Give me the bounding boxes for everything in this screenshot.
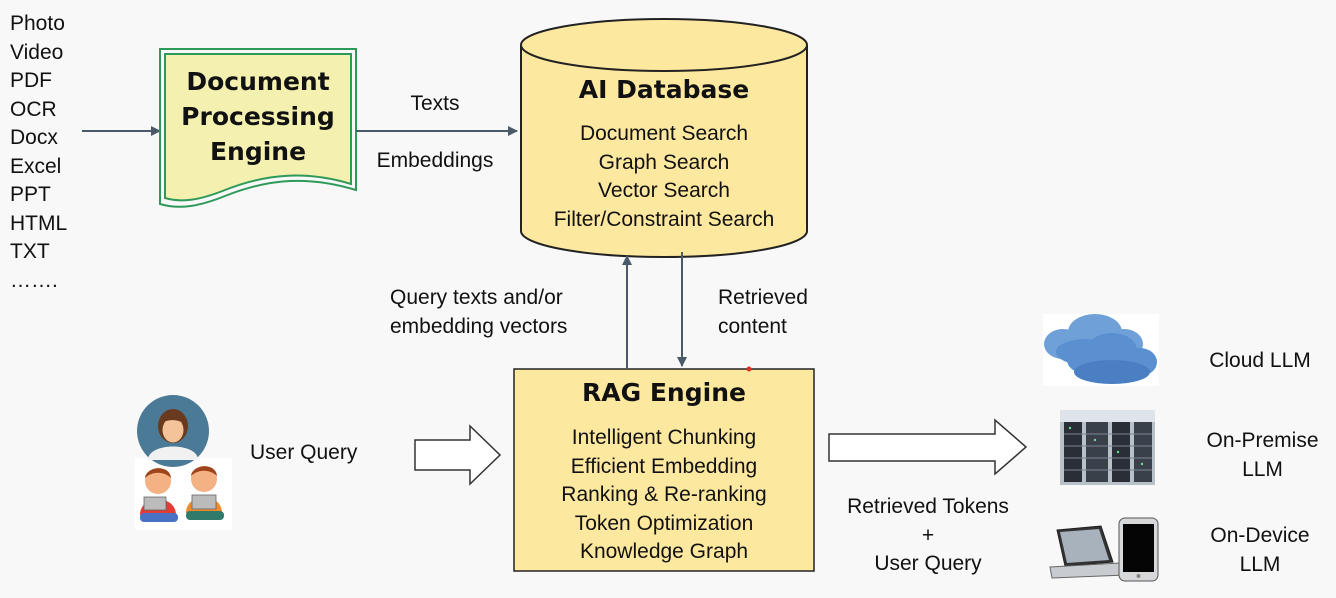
rag-engine-items: Intelligent Chunking Efficient Embedding… [514, 424, 814, 567]
rag-engine-item: Knowledge Graph [579, 540, 749, 563]
file-type-item: Video [10, 40, 64, 64]
on-premise-llm-label-line: On-Premise [1206, 429, 1319, 452]
rag-engine-item: Token Optimization [574, 511, 754, 535]
output-label-line: + [921, 523, 935, 547]
doc-engine-title-line: Processing [181, 102, 335, 131]
ai-database-title: AI Database [578, 75, 750, 104]
retrieved-label-line: Retrieved [718, 286, 808, 309]
output-label-line: User Query [874, 552, 982, 575]
query-label-line: embedding vectors [390, 314, 568, 338]
doc-engine-title-line: Engine [209, 137, 307, 166]
rag-engine-item: Efficient Embedding [570, 454, 758, 478]
doc-engine-title-line: Document [186, 67, 330, 96]
doc-engine-title: Document Processing Engine [165, 64, 351, 169]
rag-engine-title: RAG Engine [582, 378, 746, 407]
on-device-llm-label: On-Device LLM [1190, 522, 1330, 579]
server-rack-icon [1060, 410, 1155, 485]
on-device-llm-label-line: LLM [1239, 552, 1281, 576]
rag-engine-item: Intelligent Chunking [571, 426, 757, 449]
on-premise-llm-label: On-Premise LLM [1190, 427, 1335, 484]
rag-engine-box [513, 368, 815, 572]
retrieved-label-line: content [718, 314, 787, 338]
users-icon [135, 395, 232, 530]
output-block-arrow [828, 418, 1028, 476]
file-type-list: Photo Video PDF OCR Docx Excel PPT HTML … [10, 10, 67, 295]
cloud-llm-label: Cloud LLM [1190, 347, 1330, 376]
laptop-phone-icon [1049, 517, 1159, 582]
doc-engine-outer-border [159, 48, 357, 208]
cloud-icon [1043, 314, 1159, 386]
ai-database-item: Document Search [579, 122, 749, 145]
file-type-item: HTML [10, 211, 68, 235]
ai-database-item: Filter/Constraint Search [553, 207, 775, 231]
ai-database-item: Vector Search [598, 179, 730, 202]
ai-database-items: Document Search Graph Search Vector Sear… [521, 120, 807, 234]
file-type-item: OCR [10, 97, 57, 121]
ai-database-cylinder [520, 45, 808, 258]
cloud-llm-label-line: Cloud LLM [1209, 349, 1311, 372]
output-label: Retrieved Tokens + User Query [828, 493, 1028, 579]
on-premise-llm-label-line: LLM [1242, 457, 1283, 481]
embeddings-label: Embeddings [376, 149, 494, 172]
file-type-item: Excel [10, 154, 62, 178]
doc-engine-shape [164, 53, 352, 202]
user-query-block-arrow [414, 424, 502, 486]
red-dot-marker [746, 366, 752, 372]
ai-database-top [520, 18, 808, 72]
user-query-label: User Query [250, 441, 358, 464]
ai-database-item: Graph Search [598, 150, 730, 174]
rag-engine-item: Ranking & Re-ranking [561, 483, 767, 506]
output-label-line: Retrieved Tokens [847, 495, 1009, 518]
file-type-item: Docx [10, 126, 58, 149]
file-type-item: TXT [10, 240, 50, 263]
on-device-llm-label-line: On-Device [1210, 524, 1310, 547]
file-type-item: Photo [10, 12, 65, 35]
file-type-item: PDF [10, 69, 52, 92]
file-type-item: ……. [10, 268, 58, 292]
query-label-line: Query texts and/or [390, 286, 563, 309]
file-type-item: PPT [10, 183, 51, 206]
query-label: Query texts and/or embedding vectors [390, 284, 567, 341]
retrieved-label: Retrieved content [718, 284, 808, 341]
texts-label: Texts [410, 92, 460, 115]
